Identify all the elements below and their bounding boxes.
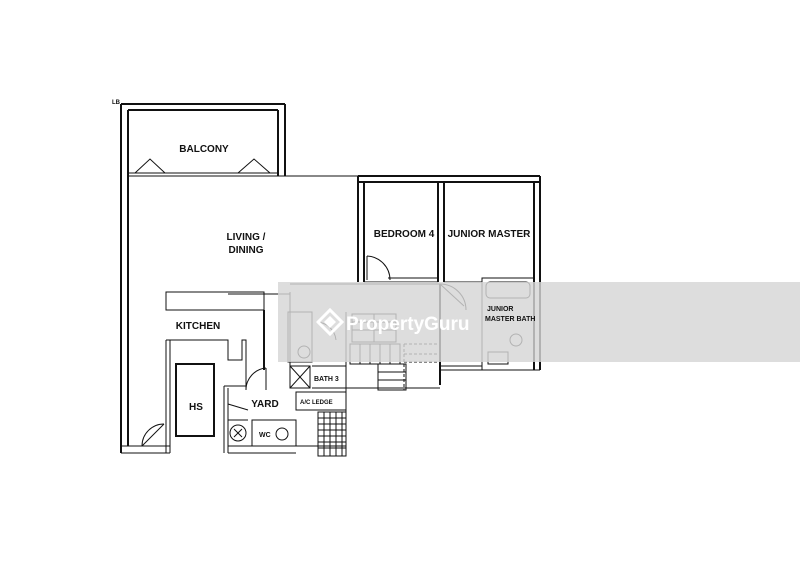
corner-mark: LB: [112, 100, 121, 106]
room-label-kitchen: KITCHEN: [176, 321, 220, 332]
yard-door: [227, 367, 267, 411]
room-label-yard: YARD: [251, 399, 278, 410]
room-label-bath3: BATH 3: [314, 376, 339, 383]
room-label-hs: HS: [189, 402, 203, 413]
room-label-junior-master: JUNIOR MASTER: [448, 229, 532, 240]
room-label-junior-bath-1: JUNIOR: [487, 306, 513, 313]
room-label-wc: WC: [259, 432, 271, 439]
washer-icon: [228, 419, 248, 442]
room-label-dining: DINING: [229, 245, 264, 256]
room-label-junior-bath-2: MASTER BATH: [485, 316, 535, 323]
watermark-text: PropertyGuru: [346, 314, 470, 335]
external-stairs: [317, 411, 347, 457]
kitchen-walls: [165, 291, 291, 453]
entry-door: [141, 423, 165, 447]
bedroom4-door: [366, 255, 391, 281]
outer-walls: [120, 103, 286, 454]
watermark: PropertyGuru: [278, 282, 800, 362]
room-label-balcony: BALCONY: [179, 144, 229, 155]
service-walls: [228, 391, 347, 454]
watermark-band: [278, 282, 800, 362]
room-label-bedroom4: BEDROOM 4: [374, 229, 435, 240]
room-label-ac-ledge: A/C LEDGE: [300, 400, 333, 406]
balcony-doors: [128, 158, 278, 177]
room-label-living: LIVING /: [227, 232, 266, 243]
propertyguru-logo-icon: [315, 307, 345, 337]
